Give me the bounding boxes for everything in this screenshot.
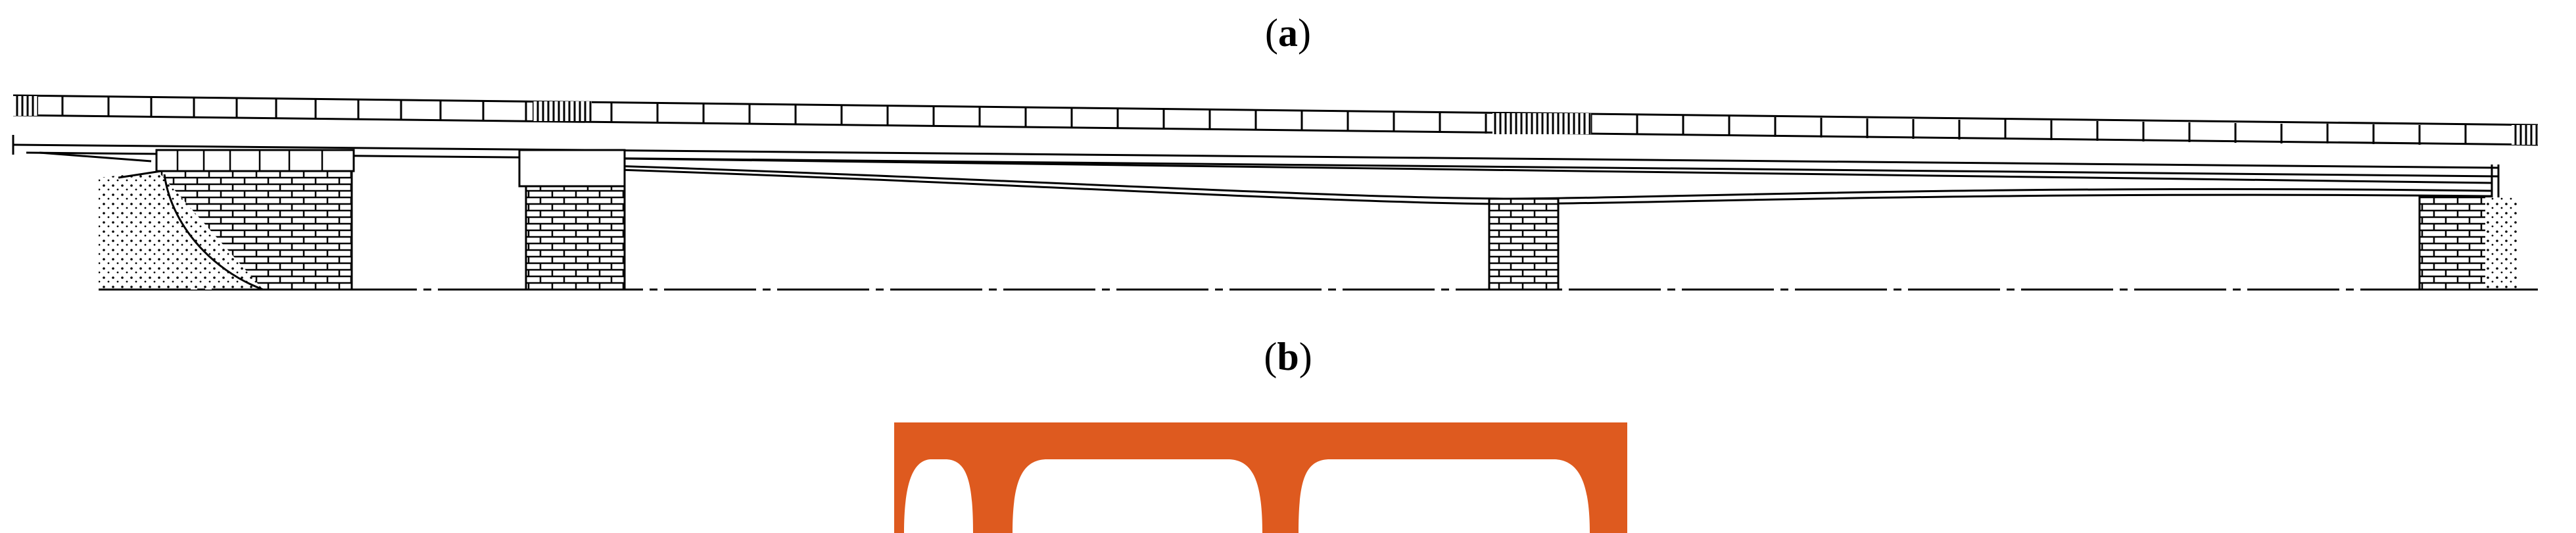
panel-b-label: (b) (1264, 335, 1312, 378)
parapet-hatch-mid (1492, 113, 1591, 134)
cross-section-shape (894, 422, 1627, 533)
left-abutment (99, 149, 355, 291)
pier-1 (518, 149, 626, 291)
parapet-hatch-pier1 (533, 101, 592, 121)
bridge-elevation-drawing (12, 94, 2539, 291)
deck-line-3 (571, 157, 2493, 184)
pier-2 (1488, 197, 1560, 291)
deck-line-2 (26, 151, 2499, 178)
right-abutment (2418, 195, 2518, 291)
deck-top-line (12, 143, 2499, 169)
parapet-joints (61, 96, 2467, 145)
parapet-top-edge (12, 94, 2539, 126)
deck-cross-section (894, 422, 1627, 533)
parapet-hatch-right (2512, 125, 2538, 145)
parapet-bottom-edge (12, 114, 2539, 146)
panel-a-label: (a) (1265, 11, 1311, 55)
parapet-hatch-left (13, 96, 38, 116)
